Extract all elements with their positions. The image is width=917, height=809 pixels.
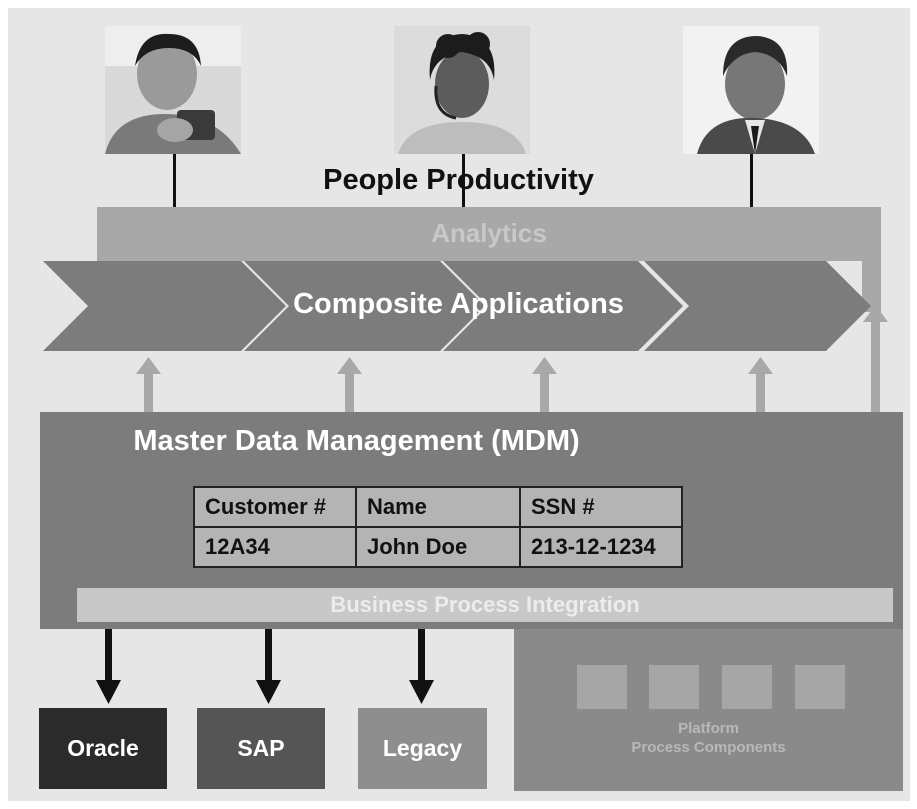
platform-label-line2: Process Components [631,739,786,756]
mdm-table-header-cell: Customer # [193,486,357,528]
down-arrow-legacy-head [409,680,434,704]
composite-app-chevron-4 [644,261,871,351]
process-component-box [795,665,845,709]
analytics-bar [97,207,881,261]
people-productivity-title: People Productivity [323,164,594,196]
mdm-table-header-cell: Name [355,486,521,528]
platform-label-line1: Platform [678,720,739,737]
up-arrows [136,305,888,412]
up-arrow-4-shaft [756,370,765,412]
mdm-table-header-cell: SSN # [519,486,683,528]
platform-block [514,629,903,791]
person-photo-call-center-agent [394,26,530,154]
source-system-sap: SAP [197,708,325,789]
process-component-box [722,665,772,709]
analytics-label: Analytics [431,218,547,248]
mdm-table-cell: John Doe [355,526,521,568]
business-process-integration-label: Business Process Integration [330,592,640,617]
up-arrow-5-head [863,305,888,322]
process-component-box [649,665,699,709]
process-component-box [577,665,627,709]
up-arrow-5-shaft [871,318,880,412]
down-arrow-legacy-shaft [418,629,425,682]
composite-applications-label: Composite Applications [293,288,624,320]
up-arrow-1-head [136,357,161,374]
down-arrow-oracle-head [96,680,121,704]
source-system-label: SAP [237,735,285,761]
source-system-oracle: Oracle [39,708,167,789]
up-arrow-2-shaft [345,370,354,412]
person-photo-mobile-user [105,26,241,154]
down-arrow-sap-shaft [265,629,272,682]
mdm-table: Customer # Name SSN # 12A34 John Doe 213… [193,486,683,568]
mdm-table-row: 12A34 John Doe 213-12-1234 [193,526,683,568]
business-process-integration-bar [77,588,893,622]
composite-app-chevron-3 [443,261,683,351]
composite-app-chevron-2 [244,261,485,351]
analytics-right-column [862,261,881,312]
person-photo-executive [683,26,819,154]
mdm-table-cell: 213-12-1234 [519,526,683,568]
composite-app-chevron-1 [43,261,286,351]
source-system-label: Legacy [382,735,463,761]
down-arrow-sap-head [256,680,281,704]
connector-line-center [462,154,465,207]
mdm-table-cell: 12A34 [193,526,357,568]
source-system-label: Oracle [67,735,139,761]
up-arrow-1-shaft [144,370,153,412]
mdm-title: Master Data Management (MDM) [133,425,580,457]
platform-label: Platform Process Components [514,719,903,757]
up-arrow-3-head [532,357,557,374]
source-system-legacy: Legacy [358,708,487,789]
up-arrow-3-shaft [540,370,549,412]
connector-line-left [173,154,176,207]
up-arrow-2-head [337,357,362,374]
mdm-table-header-row: Customer # Name SSN # [193,486,683,528]
up-arrow-4-head [748,357,773,374]
connector-line-right [750,154,753,207]
down-arrow-oracle-shaft [105,629,112,682]
